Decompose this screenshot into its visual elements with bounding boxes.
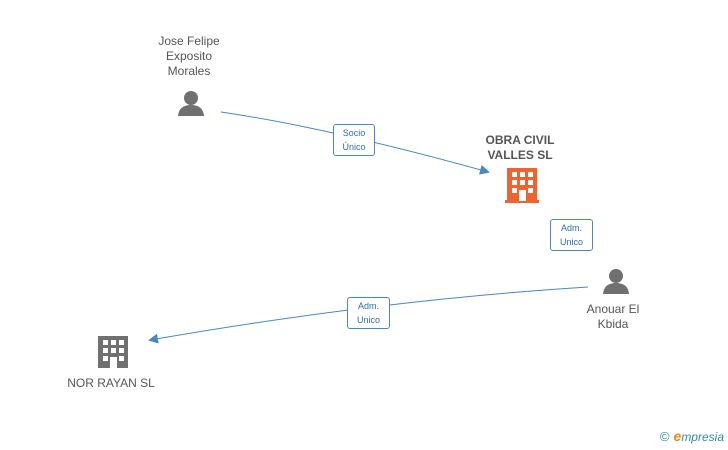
copyright-icon: © — [659, 428, 670, 444]
building-icon[interactable] — [505, 168, 539, 203]
footer-brand: © empresia — [660, 428, 724, 444]
brand-logo[interactable]: empresia — [673, 428, 724, 444]
node-label-nor[interactable]: NOR RAYAN SL — [67, 376, 155, 390]
person-icon[interactable] — [603, 269, 629, 294]
node-label-jose[interactable]: Jose Felipe Exposito Morales — [158, 34, 220, 78]
node-label-obra[interactable]: OBRA CIVIL VALLES SL — [485, 133, 555, 162]
edge-label-adm-unico-nor[interactable]: Adm. Unico — [347, 297, 390, 329]
edge-label-adm-unico-obra[interactable]: Adm. Unico — [550, 219, 593, 251]
node-label-anouar[interactable]: Anouar El Kbida — [586, 302, 640, 331]
edge-label-socio-unico[interactable]: Socio Único — [333, 124, 375, 156]
person-icon[interactable] — [178, 91, 204, 116]
building-icon[interactable] — [98, 336, 128, 368]
